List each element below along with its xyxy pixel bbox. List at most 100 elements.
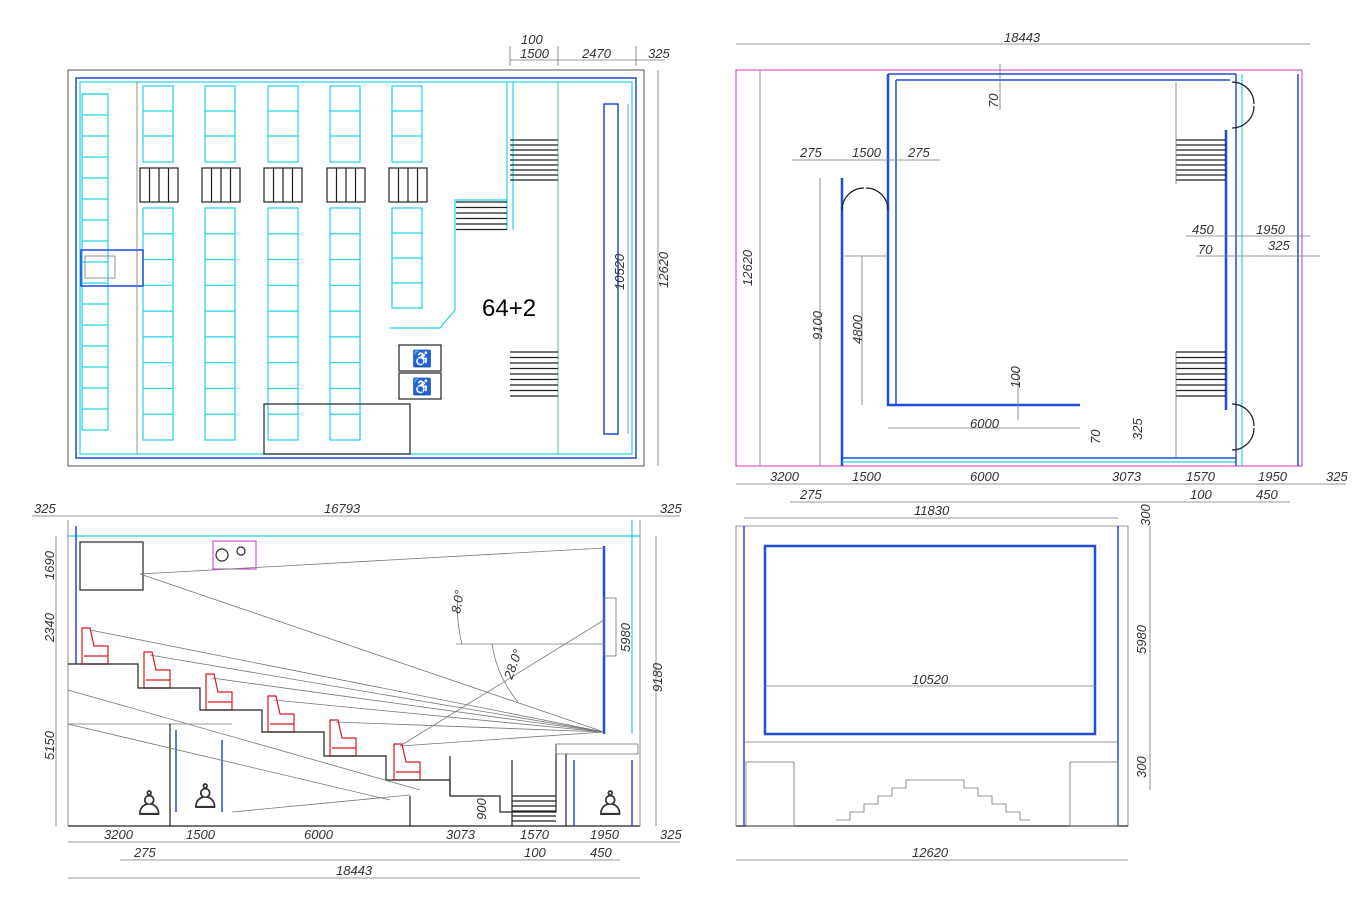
dim-text: 3073	[1112, 469, 1142, 484]
plan-finish-line	[79, 81, 633, 455]
seat-icon	[205, 673, 233, 711]
dim-text: 100	[524, 845, 546, 860]
dim-text: 1950	[1258, 469, 1288, 484]
projector-booth-icon	[80, 249, 144, 287]
dim-text: 3073	[446, 827, 476, 842]
dim-text: 10520	[612, 253, 627, 290]
wheelchair-space-2	[398, 372, 442, 400]
seat-icon	[393, 743, 421, 781]
dim-text: 2340	[42, 612, 57, 643]
plan-stairs-bottom	[510, 351, 558, 397]
dim-text: 12620	[740, 249, 755, 286]
projection-room	[79, 541, 144, 591]
dim-text: 70	[1088, 429, 1103, 444]
dim-text: 18443	[336, 863, 373, 878]
angle-label: 8.0°	[448, 589, 467, 615]
sight-line	[399, 731, 605, 747]
capacity-label: 64+2	[482, 295, 536, 322]
room-plan: 18443 70 275 1500 275 450 1950 70 325 12…	[735, 30, 1348, 503]
seat-block	[329, 85, 361, 163]
seat-block	[267, 207, 299, 441]
dim-text: 100	[1190, 487, 1212, 502]
dim-text: 6000	[970, 469, 1000, 484]
dim-text: 100	[1008, 366, 1023, 388]
projection-ray	[139, 573, 605, 733]
dim-text: 6000	[304, 827, 334, 842]
seating-plan: ♿ ♿ 64+2 100 1500 2470 325 10520 12620	[67, 32, 671, 467]
dim-text: 325	[660, 501, 682, 516]
seat-block	[204, 85, 236, 163]
wheelchair-icon: ♿	[412, 349, 432, 368]
section-seats	[81, 627, 421, 781]
sight-line	[211, 677, 605, 733]
sight-line	[399, 619, 605, 747]
sight-line	[89, 629, 605, 733]
dim-text: 10520	[912, 672, 949, 687]
dim-text: 1690	[42, 550, 57, 580]
screen-elevation: 10520 11830 300 5980 300 12620	[735, 503, 1153, 861]
door-top-right	[1231, 81, 1255, 129]
sight-lines	[89, 547, 605, 747]
dim-text: 325	[34, 501, 56, 516]
dim-text: 70	[1198, 242, 1213, 257]
cinema-screen	[763, 544, 1097, 736]
dim-text: 325	[660, 827, 682, 842]
dim-text: 275	[799, 487, 822, 502]
sight-line	[273, 699, 605, 733]
room-stairs-bottom	[1175, 351, 1226, 458]
dim-text: 11830	[914, 503, 950, 518]
dim-text: 1570	[520, 827, 550, 842]
dim-text: 70	[986, 93, 1001, 108]
sight-line	[149, 654, 605, 733]
seat-block	[391, 85, 423, 163]
dim-text: 1500	[852, 469, 882, 484]
dim-text: 6000	[970, 416, 1000, 431]
seat-block	[204, 207, 236, 441]
dim-text: 275	[907, 145, 930, 160]
dim-text: 5980	[618, 622, 633, 652]
human-figure-icon: ♙	[190, 778, 220, 816]
dim-text: 1500	[186, 827, 216, 842]
seat-blocks	[81, 85, 423, 441]
dim-text: 2470	[581, 46, 612, 61]
room-outline	[735, 69, 1303, 467]
dim-text: 1950	[1256, 222, 1286, 237]
sight-line	[335, 721, 605, 733]
dim-text: 1500	[520, 46, 550, 61]
aisle-steps	[139, 167, 428, 203]
projector-unit	[212, 540, 257, 570]
stage-steps	[836, 779, 1030, 821]
seat-icon	[81, 627, 109, 665]
plan-control-booth	[263, 403, 411, 455]
wheelchair-icon: ♿	[412, 377, 432, 396]
dim-text: 3200	[770, 469, 800, 484]
dim-text: 450	[1192, 222, 1214, 237]
human-figure-icon: ♙	[134, 785, 164, 823]
dim-text: 5980	[1134, 624, 1149, 654]
seat-block	[142, 85, 174, 163]
plan-outer-wall	[67, 69, 645, 467]
dim-text: 900	[474, 798, 489, 820]
dim-text: 9180	[650, 662, 665, 692]
double-door	[841, 187, 889, 211]
dim-text: 16793	[324, 501, 361, 516]
dim-text: 1570	[1186, 469, 1216, 484]
seat-block	[142, 207, 174, 441]
dim-text: 325	[1130, 418, 1145, 440]
wheelchair-space-1	[398, 344, 442, 372]
plan-stairs-top	[456, 139, 558, 231]
dim-text: 1500	[852, 145, 882, 160]
exit-right	[1069, 761, 1119, 827]
dim-text: 325	[1326, 469, 1348, 484]
dim-text: 275	[133, 845, 156, 860]
dim-text: 1950	[590, 827, 620, 842]
dim-text: 325	[648, 46, 670, 61]
seat-block	[329, 207, 361, 441]
dim-text: 3200	[104, 827, 134, 842]
plan-ramp-rail	[390, 199, 507, 329]
exit-left	[745, 761, 795, 827]
tier-profile	[68, 663, 557, 813]
speaker-icon	[603, 597, 617, 657]
human-figure-icon: ♙	[595, 785, 625, 823]
